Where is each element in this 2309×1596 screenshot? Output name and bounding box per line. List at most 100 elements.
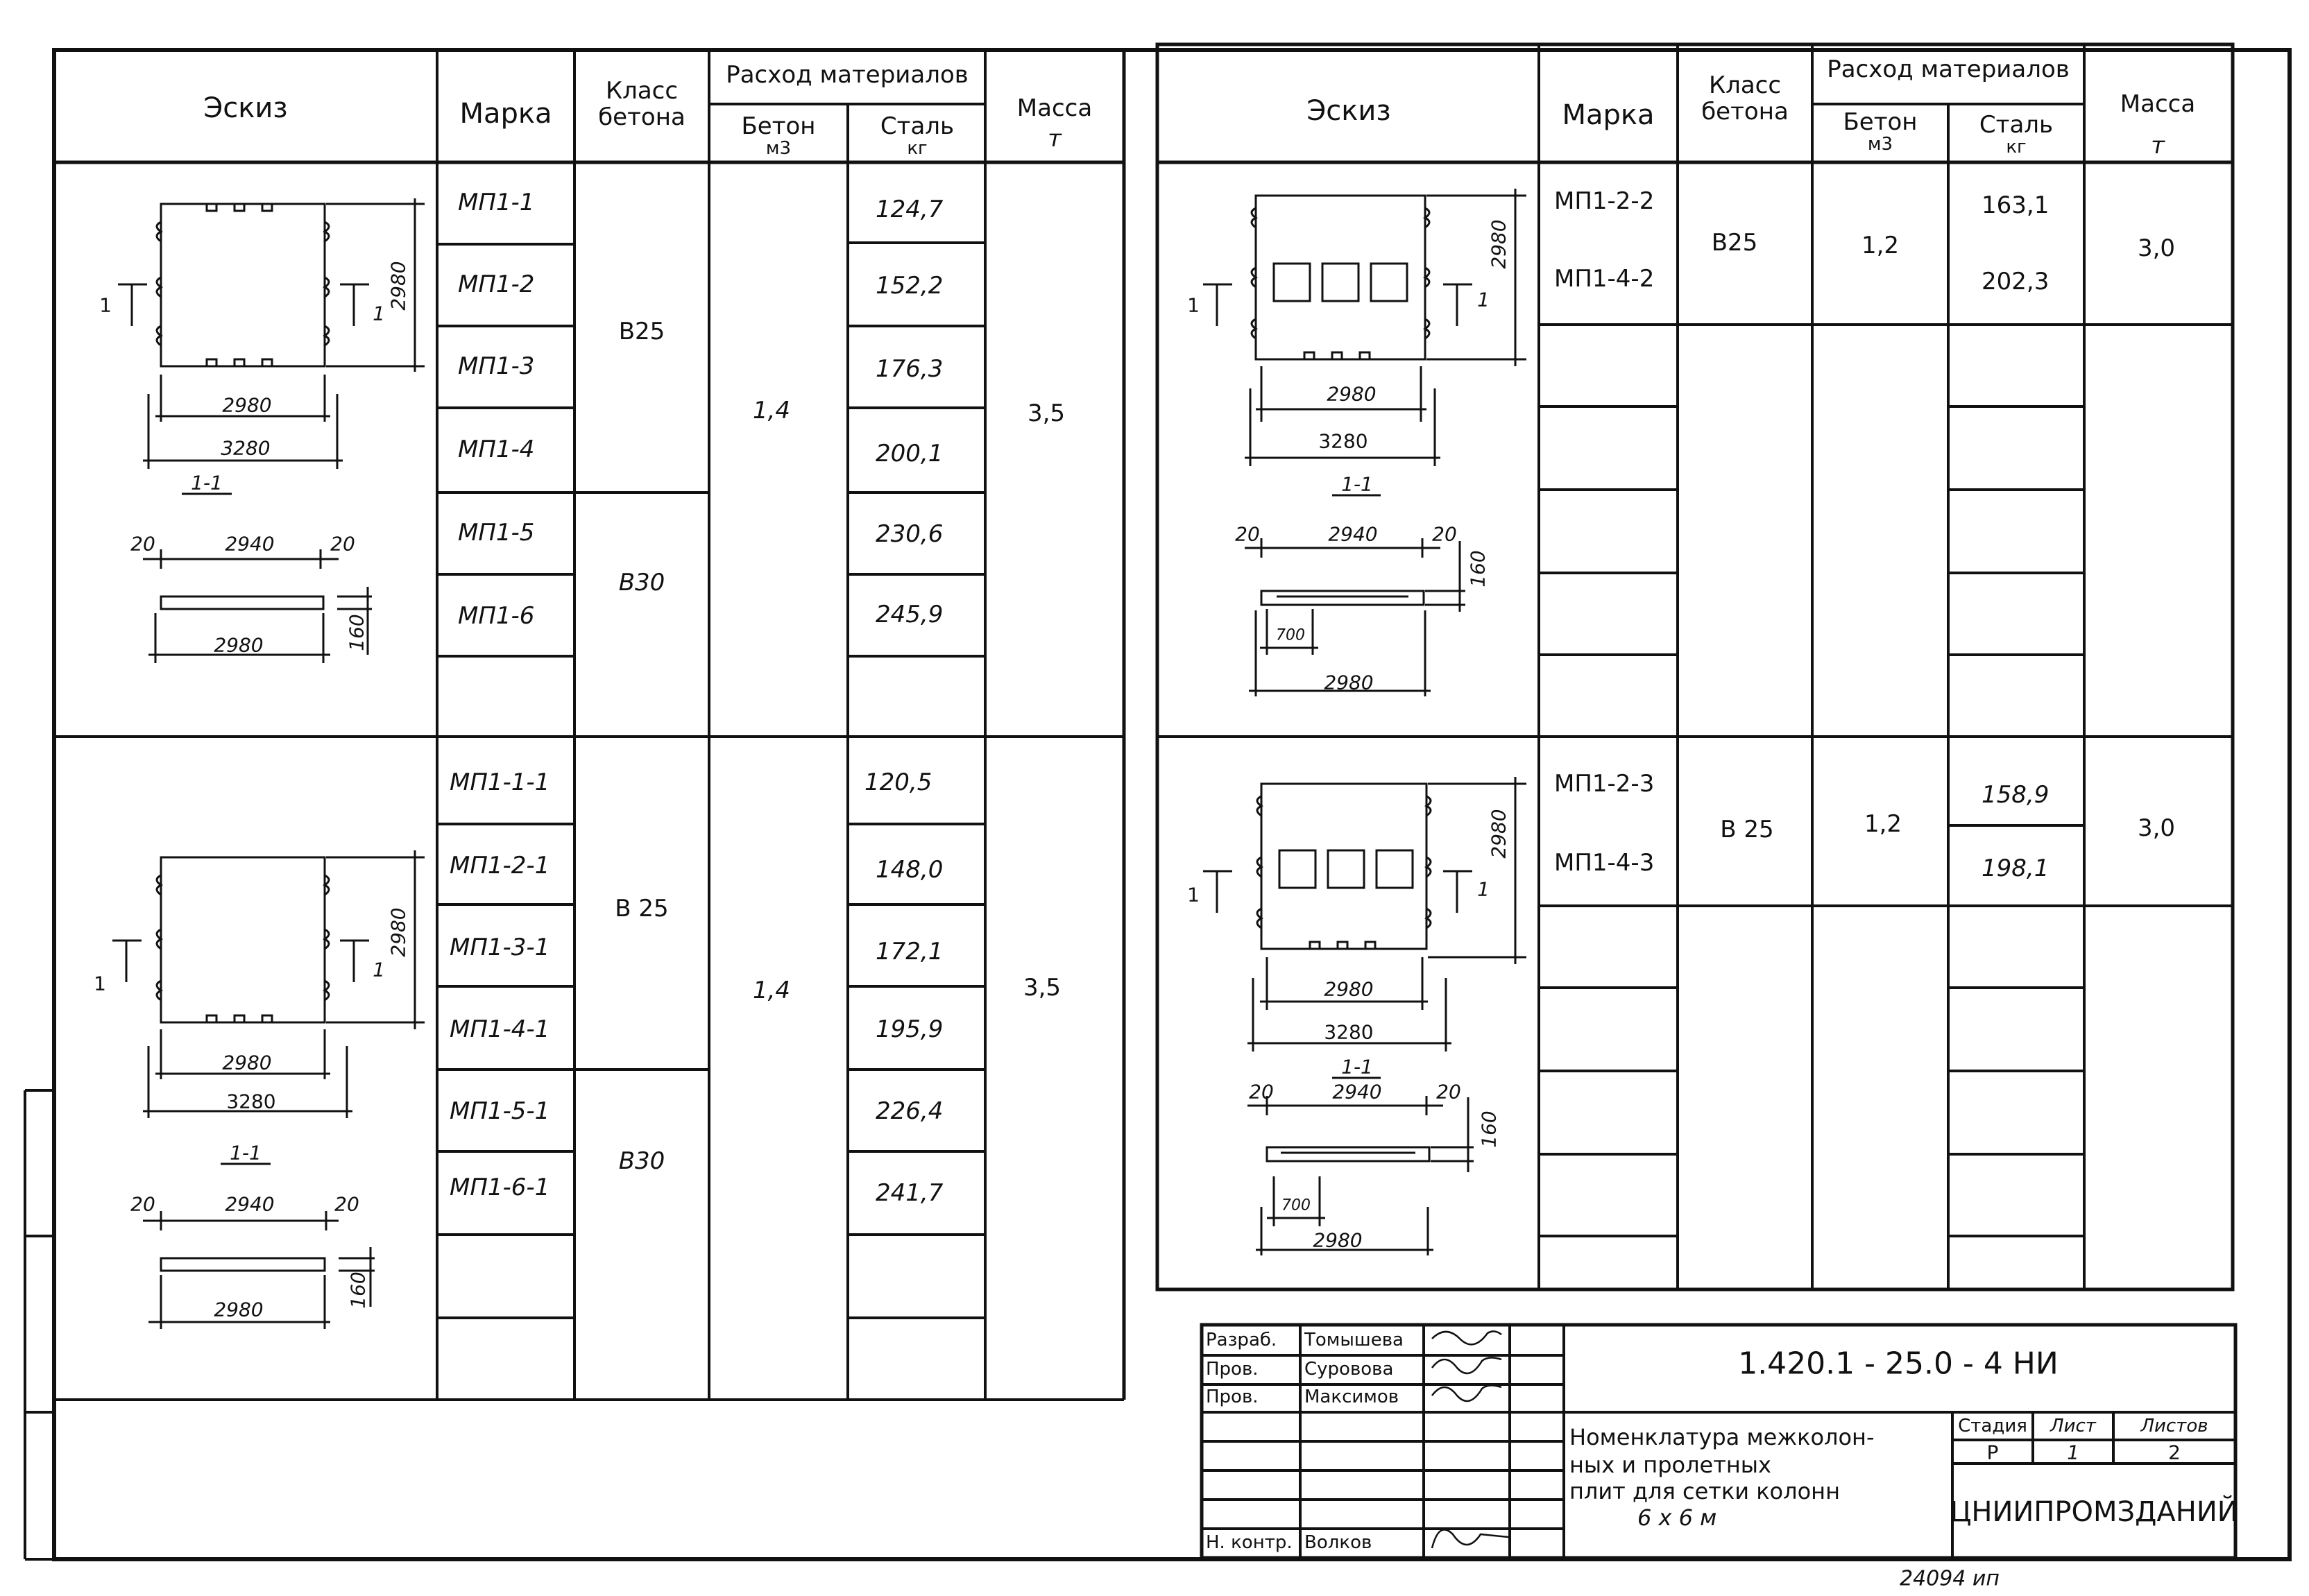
steel-cell: 124,7 [876,196,944,223]
footer-number: 24094 ип [1899,1566,2000,1591]
header-concrete-unit-left: м3 [765,138,792,159]
doc-title-line: 6 х 6 м [1637,1504,1717,1531]
concrete-cell: 1,4 [752,397,791,424]
header-mass-unit-right: т [2151,132,2165,160]
role-checker: Пров. [1206,1359,1259,1380]
organization: ЦНИИПРОМЗДАНИЙ [1950,1496,2238,1528]
steel-cell: 172,1 [876,938,944,966]
dim-height: 2980 [386,261,410,311]
mark-cell: МП1-4-1 [450,1015,550,1043]
class-cell: В30 [618,1147,665,1175]
dim-edge: 20 [130,532,155,556]
name-checker: Максимов [1304,1387,1399,1407]
steel-cell: 230,6 [876,520,944,548]
section-label: 1-1 [230,1141,262,1165]
header-steel-unit-right: кг [2006,137,2027,157]
section-mark: 1 [1477,288,1490,311]
dim-section-inner: 2940 [225,532,275,556]
mass-cell: 3,0 [2137,814,2176,842]
doc-title-line: ных и пролетных [1569,1452,1771,1478]
header-class-right: Класс бетона [1701,71,1789,126]
sheets-label: Листов [2140,1416,2208,1436]
class-cell: В 25 [1720,816,1774,843]
mark-cell: МП1-1 [458,189,535,216]
steel-cell: 241,7 [876,1179,944,1207]
mark-cell: МП1-6 [458,602,535,630]
name-norm-control: Волков [1304,1532,1372,1553]
doc-title-line: Номенклатура межколон- [1569,1424,1875,1450]
steel-cell: 202,3 [1982,268,2050,295]
mass-cell: 3,0 [2137,234,2176,262]
class-cell: В30 [618,569,665,597]
steel-cell: 200,1 [876,440,944,467]
mark-cell: МП1-1-1 [450,769,550,796]
header-concrete-right: Бетон [1843,108,1918,136]
doc-title-line: плит для сетки колонн [1569,1478,1840,1504]
concrete-cell: 1,2 [1864,810,1902,838]
dim-height: 2980 [386,907,410,957]
dim-thickness: 160 [346,1271,370,1309]
role-developer: Разраб. [1206,1330,1277,1350]
section-label: 1-1 [191,471,223,495]
header-mass-unit-left: т [1048,125,1062,153]
header-mass-left: Масса [1016,94,1093,122]
mass-cell: 3,5 [1023,974,1062,1002]
header-concrete-left: Бетон [741,112,816,140]
section-mark: 1 [1187,293,1200,317]
mark-cell: МП1-5-1 [450,1097,550,1125]
mark-cell: МП1-2-2 [1554,187,1655,215]
header-mark-right: Марка [1562,99,1655,131]
steel-cell: 148,0 [876,856,944,884]
section-mark: 1 [99,293,112,317]
dim-edge: 20 [130,1192,155,1216]
header-class-left: Класс бетона [598,77,685,131]
dim-section-len: 2980 [1324,671,1374,694]
concrete-cell: 1,2 [1861,232,1900,259]
dim-width-inner: 2980 [222,393,272,417]
mark-cell: МП1-2-1 [450,852,550,879]
section-mark: 1 [1477,877,1490,901]
sheet-value: 1 [2067,1441,2079,1464]
name-checker: Суровова [1304,1359,1394,1380]
dim-edge: 20 [1235,522,1260,546]
header-sketch-right: Эскиз [1306,95,1391,127]
steel-cell: 198,1 [1982,855,2050,882]
dim-void-step: 700 [1276,626,1305,644]
dim-width-outer: 3280 [221,436,271,460]
dim-edge: 20 [1249,1080,1274,1104]
mark-cell: МП1-3 [458,352,535,380]
role-checker: Пров. [1206,1387,1259,1407]
header-mass-right: Масса [2120,90,2196,118]
dim-section-inner: 2940 [225,1192,275,1216]
header-steel-unit-left: кг [907,138,928,159]
dim-edge: 20 [1432,522,1457,546]
dim-width-inner: 2980 [1327,382,1377,406]
dim-thickness: 160 [1477,1110,1501,1148]
mark-cell: МП1-4-2 [1554,265,1655,293]
dim-edge: 20 [334,1192,359,1216]
dim-height: 2980 [1487,219,1510,269]
dim-section-inner: 2940 [1328,522,1378,546]
dim-thickness: 160 [1466,550,1490,587]
dim-section-len: 2980 [1313,1228,1363,1252]
sheets-value: 2 [2168,1441,2181,1464]
steel-cell: 152,2 [876,272,944,300]
dim-width-inner: 2980 [222,1051,272,1074]
mark-cell: МП1-2-3 [1554,770,1655,798]
header-consumption-left: Расход материалов [726,61,969,89]
header-mark-left: Марка [459,98,552,130]
concrete-cell: 1,4 [752,977,791,1004]
steel-cell: 245,9 [876,601,944,628]
stage-label: Стадия [1958,1416,2027,1436]
dim-width-inner: 2980 [1324,977,1374,1001]
doc-code: 1.420.1 - 25.0 - 4 НИ [1738,1346,2059,1382]
dim-width-outer: 3280 [226,1090,276,1113]
mark-cell: МП1-2 [458,271,535,298]
dim-void-step: 700 [1281,1196,1311,1215]
steel-cell: 163,1 [1982,191,2050,219]
mass-cell: 3,5 [1027,400,1066,427]
steel-cell: 226,4 [876,1097,944,1125]
dim-height: 2980 [1487,809,1510,859]
dim-section-len: 2980 [214,1298,264,1321]
dim-edge: 20 [1436,1080,1461,1104]
